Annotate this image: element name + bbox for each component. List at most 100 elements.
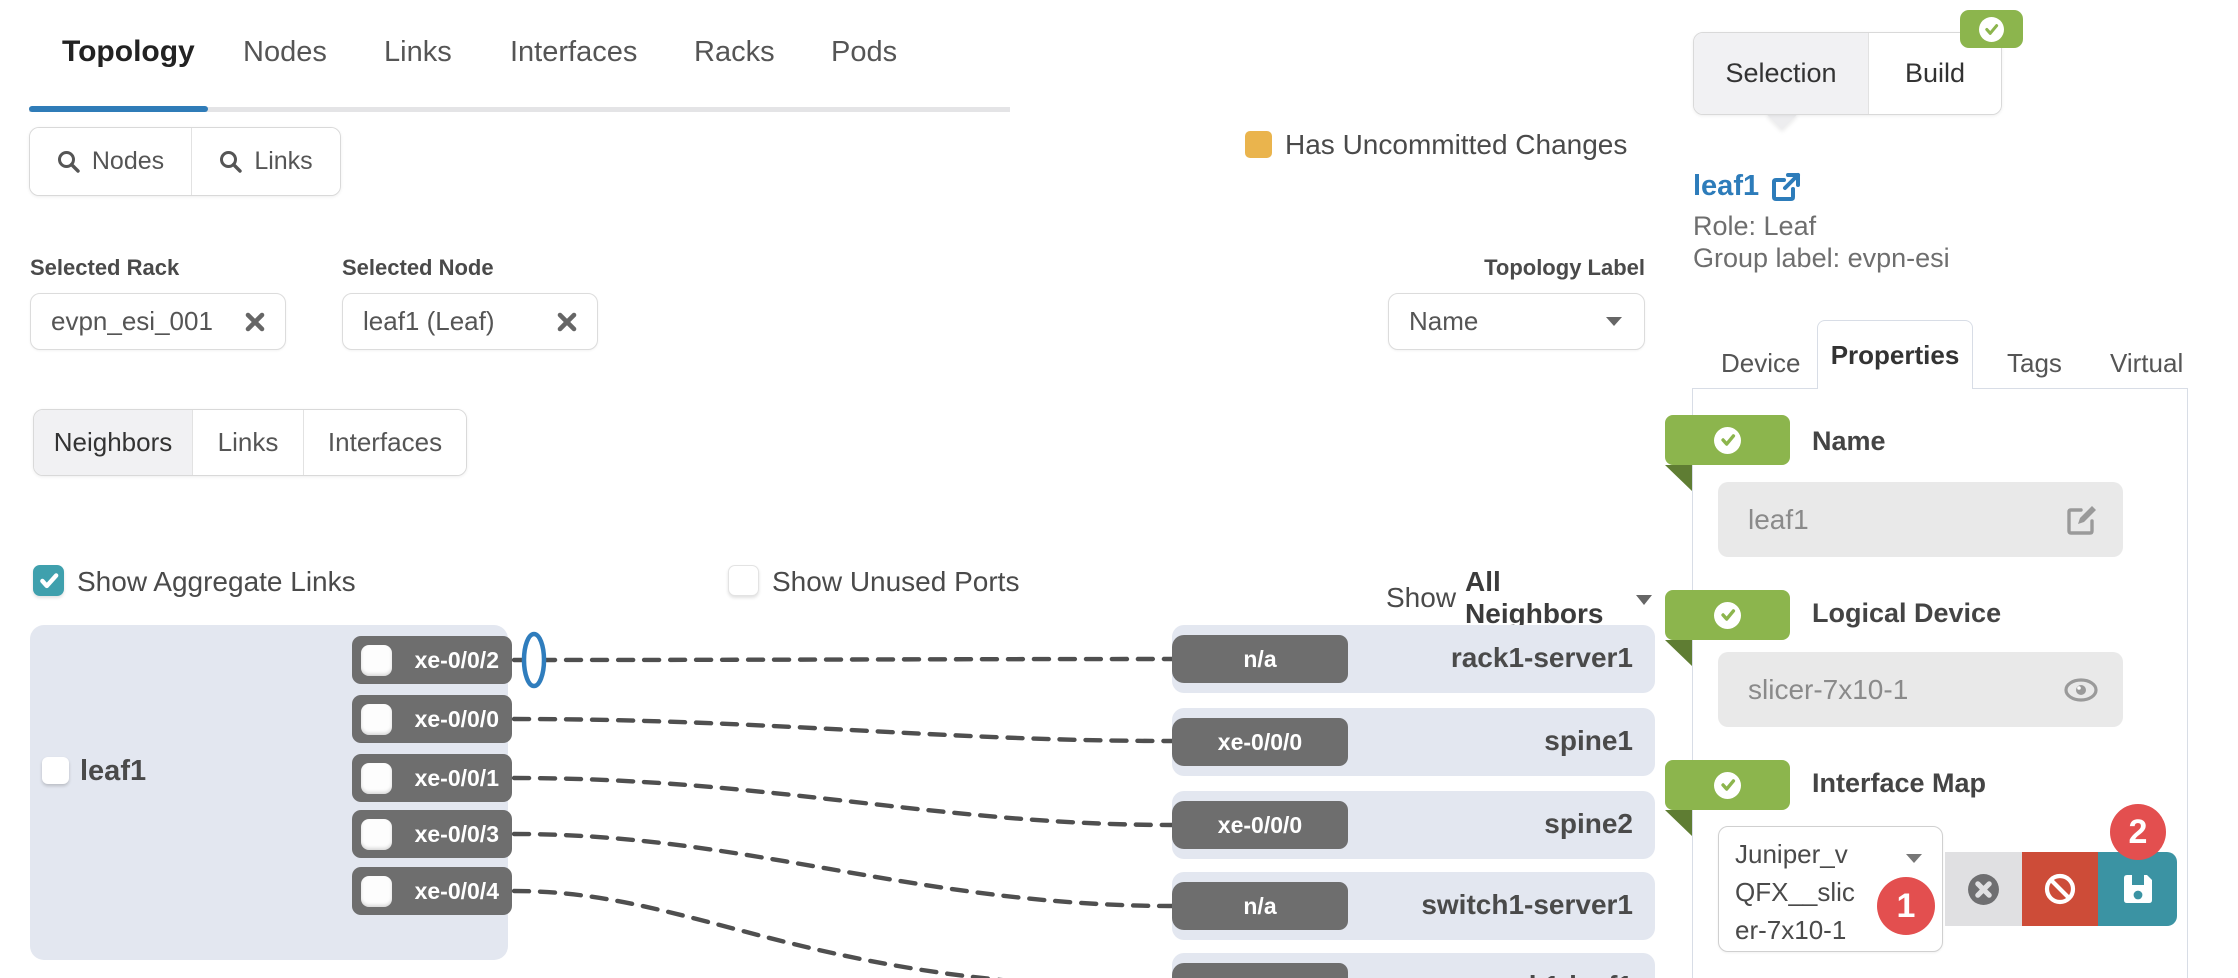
neighbor-label: rack1-server1 <box>1450 642 1633 673</box>
edit-icon[interactable] <box>2065 503 2099 537</box>
nav-underline <box>29 107 1010 112</box>
topology-label-select[interactable]: Name <box>1388 293 1645 350</box>
ribbon-fold <box>1665 810 1692 836</box>
step-badge-1: 1 <box>1877 877 1935 935</box>
revert-button[interactable] <box>2022 852 2098 926</box>
detail-tab-device[interactable]: Device <box>1721 348 1801 378</box>
uncommitted-changes-swatch <box>1245 131 1272 158</box>
view-tab-interfaces-label: Interfaces <box>327 427 443 457</box>
port-chip[interactable]: xe-0/0/0 <box>352 695 512 743</box>
port-chip[interactable]: xe-0/0/2 <box>352 636 512 684</box>
check-icon <box>1979 16 2004 42</box>
selected-rack-label: Selected Rack <box>30 255 180 280</box>
view-tab-interfaces[interactable]: Interfaces <box>304 410 466 475</box>
tab-nodes[interactable]: Nodes <box>243 36 327 68</box>
view-tab-links-label: Links <box>217 427 279 457</box>
logical-device-section-title: Logical Device <box>1812 598 2002 628</box>
selected-rack-value: evpn_esi_001 <box>51 306 213 336</box>
node-header-link[interactable]: leaf1 <box>1693 170 1801 203</box>
clear-node-icon[interactable] <box>555 310 579 334</box>
clear-rack-icon[interactable] <box>243 310 267 334</box>
topology-label-value: Name <box>1409 306 1479 336</box>
uncommitted-changes-label: Has Uncommitted Changes <box>1285 128 1628 160</box>
interface-map-value-line: QFX__slic <box>1735 877 1855 907</box>
show-neighbors-value: All Neighbors <box>1465 566 1604 629</box>
neighbor-label: switch1-server1 <box>1421 889 1633 920</box>
save-button[interactable] <box>2098 852 2177 926</box>
eye-icon[interactable] <box>2063 677 2099 703</box>
port-chip[interactable]: xe-0/0/1 <box>352 754 512 802</box>
tab-pods[interactable]: Pods <box>831 36 898 68</box>
tab-topology[interactable]: Topology <box>62 35 195 68</box>
mode-tab-group: Selection Build <box>1693 32 2002 115</box>
show-unused-ports-checkbox[interactable] <box>728 565 759 596</box>
mode-tab-selection-label: Selection <box>1725 58 1837 88</box>
neighbor-row[interactable]: rack1-leaf1 <box>1172 953 1655 978</box>
chevron-down-icon <box>1636 595 1652 605</box>
neighbor-row[interactable]: n/a switch1-server1 <box>1172 872 1655 940</box>
show-unused-ports-label: Show Unused Ports <box>772 566 1020 597</box>
check-icon <box>1714 771 1741 799</box>
save-icon <box>2122 873 2154 905</box>
name-section-title: Name <box>1812 426 1886 456</box>
neighbor-row[interactable]: n/a rack1-server1 <box>1172 625 1655 693</box>
topology-label-label: Topology Label <box>1484 255 1645 280</box>
external-link-icon[interactable] <box>1771 172 1801 202</box>
uncommitted-changes-legend: Has Uncommitted Changes <box>1245 129 1627 160</box>
node-leaf1-checkbox[interactable] <box>42 757 69 784</box>
port-chip[interactable]: xe-0/0/4 <box>352 867 512 915</box>
search-links-label: Links <box>254 147 313 175</box>
port-checkbox[interactable] <box>361 818 392 850</box>
show-neighbors-prefix: Show <box>1386 582 1457 613</box>
link-lines <box>511 631 1175 978</box>
detail-tab-virtual[interactable]: Virtual <box>2110 348 2184 378</box>
selected-node-value: leaf1 (Leaf) <box>363 306 495 336</box>
neighbor-port-label: xe-0/0/0 <box>1217 811 1303 838</box>
port-checkbox[interactable] <box>361 703 392 735</box>
ribbon-fold <box>1665 640 1692 666</box>
port-checkbox[interactable] <box>361 762 392 794</box>
neighbor-port-label: xe-0/0/0 <box>1217 728 1303 755</box>
check-icon <box>39 572 58 588</box>
detail-tab-properties[interactable]: Properties <box>1817 320 1973 389</box>
mode-tab-build-label: Build <box>1904 58 1966 88</box>
aggregate-link-indicator <box>521 631 547 689</box>
detail-tab-properties-label: Properties <box>1830 339 1960 370</box>
tab-racks[interactable]: Racks <box>694 36 775 68</box>
clear-interface-map-button[interactable] <box>1945 852 2022 926</box>
show-aggregate-links-label: Show Aggregate Links <box>77 566 356 597</box>
port-label: xe-0/0/2 <box>414 646 499 673</box>
search-nodes-button[interactable]: Nodes <box>30 128 192 195</box>
neighbor-label: spine1 <box>1544 725 1633 756</box>
show-aggregate-links-checkbox[interactable] <box>33 565 64 596</box>
search-links-button[interactable]: Links <box>192 128 340 195</box>
selected-node-input[interactable]: leaf1 (Leaf) <box>342 293 598 350</box>
mode-tab-selection[interactable]: Selection <box>1694 33 1869 114</box>
interface-map-value-line: Juniper_v <box>1735 839 1848 869</box>
neighbor-row[interactable]: xe-0/0/0 spine1 <box>1172 708 1655 776</box>
name-field-value: leaf1 <box>1748 503 1809 535</box>
node-group-label-text: Group label: evpn-esi <box>1693 243 1950 273</box>
logical-device-valid-ribbon <box>1665 590 1790 640</box>
port-label: xe-0/0/3 <box>414 820 499 847</box>
tab-links[interactable]: Links <box>384 36 452 68</box>
search-nodes-label: Nodes <box>91 147 165 175</box>
logical-device-field-value: slicer-7x10-1 <box>1748 673 1909 705</box>
tab-interfaces[interactable]: Interfaces <box>510 36 638 68</box>
view-tab-links[interactable]: Links <box>193 410 304 475</box>
neighbor-label: rack1-leaf1 <box>1487 970 1633 978</box>
detail-tab-tags[interactable]: Tags <box>2007 348 2062 378</box>
interface-map-valid-ribbon <box>1665 760 1790 810</box>
neighbor-label: spine2 <box>1544 808 1633 839</box>
port-checkbox[interactable] <box>361 875 392 907</box>
view-tab-group: Neighbors Links Interfaces <box>33 409 467 476</box>
neighbor-row[interactable]: xe-0/0/0 spine2 <box>1172 791 1655 859</box>
port-checkbox[interactable] <box>361 644 392 676</box>
port-chip[interactable]: xe-0/0/3 <box>352 810 512 858</box>
check-icon <box>1714 601 1741 629</box>
interface-map-section-title: Interface Map <box>1812 768 1987 798</box>
view-tab-neighbors[interactable]: Neighbors <box>34 410 193 475</box>
show-neighbors-dropdown[interactable]: Show All Neighbors <box>1386 566 1652 630</box>
node-role-text: Role: Leaf <box>1693 211 1817 241</box>
selected-rack-input[interactable]: evpn_esi_001 <box>30 293 286 350</box>
